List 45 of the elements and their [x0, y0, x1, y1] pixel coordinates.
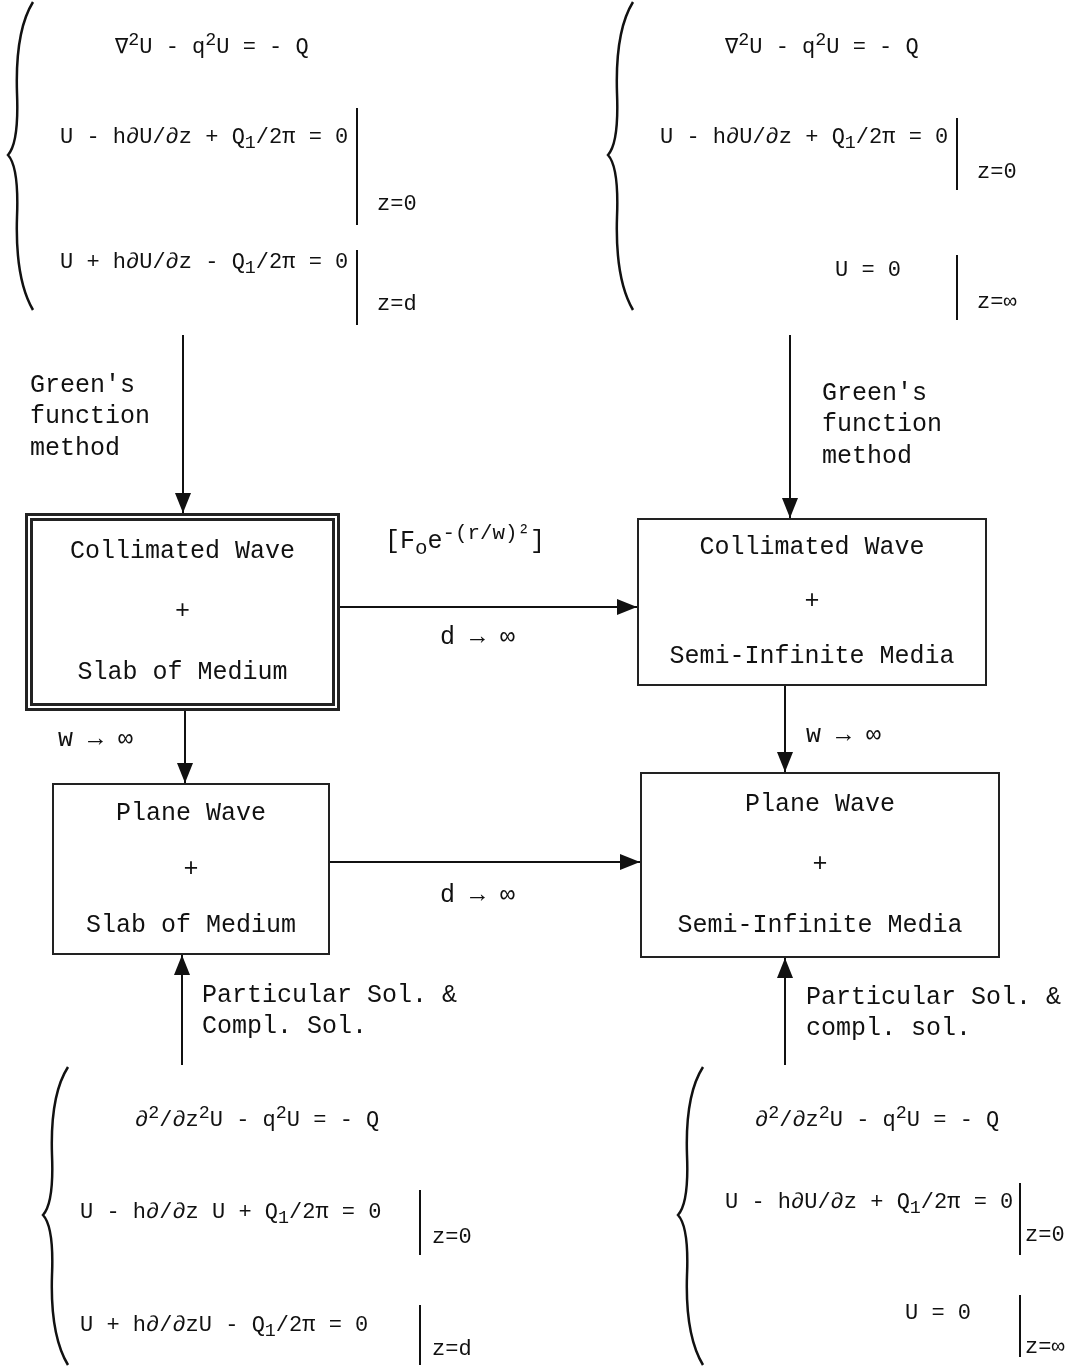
- equation: ∂$^{2}$/∂z$^{2}$U - q$^{2}$U = - Q: [755, 1103, 1000, 1134]
- box-text: +: [812, 850, 828, 880]
- process-box: [640, 772, 1000, 958]
- arrow: [175, 334, 191, 514]
- boundary-condition: z=0: [377, 192, 417, 217]
- boundary-condition: z=d: [377, 292, 417, 317]
- box-text: Plane Wave: [745, 789, 895, 819]
- arrow: [177, 710, 193, 784]
- box-text: Slab of Medium: [77, 658, 288, 688]
- box-text: Collimated Wave: [69, 536, 295, 566]
- process-box: [637, 518, 987, 686]
- equation: ∂$^{2}$/∂z$^{2}$U - q$^{2}$U = - Q: [135, 1103, 380, 1134]
- process-box: [25, 513, 340, 711]
- box-text: Collimated Wave: [699, 532, 925, 562]
- arrow: [782, 334, 798, 519]
- arrow: [339, 599, 638, 615]
- boundary-condition: z=∞: [1025, 1335, 1065, 1360]
- boundary-condition: z=0: [1025, 1223, 1065, 1248]
- box-text: +: [175, 597, 190, 627]
- arrow: [777, 685, 793, 773]
- box-text: Plane Wave: [116, 798, 266, 828]
- arrow: [174, 954, 190, 1066]
- equation: U + h∂U/∂z - Q$_{1}$/2π = 0: [60, 250, 349, 280]
- arrow: [329, 854, 641, 870]
- equation: U - h∂U/∂z + Q$_{1}$/2π = 0: [660, 125, 949, 155]
- box-text: Semi-Infinite Media: [669, 642, 955, 672]
- equation: U - h∂U/∂z + Q$_{1}$/2π = 0: [725, 1190, 1014, 1220]
- equation: ∇$^{2}$U - q$^{2}$U = - Q: [115, 30, 309, 61]
- equation: U = 0: [905, 1301, 971, 1326]
- beam-profile-label: [F$_{o}$e$^{-(r/w)²}$]: [385, 522, 546, 561]
- box-text: Semi-Infinite Media: [677, 911, 963, 941]
- box-text: +: [804, 587, 820, 617]
- box-text: Slab of Medium: [85, 910, 296, 940]
- arrow: [777, 957, 793, 1066]
- box-text: +: [183, 854, 199, 884]
- equation: U = 0: [835, 258, 901, 283]
- equation: U - h∂/∂z U + Q$_{1}$/2π = 0: [80, 1200, 382, 1230]
- boundary-condition: z=∞: [977, 290, 1017, 315]
- equation: ∇$^{2}$U - q$^{2}$U = - Q: [725, 30, 919, 61]
- process-box: [52, 783, 330, 955]
- boundary-condition: z=0: [432, 1225, 472, 1250]
- boundary-condition: z=0: [977, 160, 1017, 185]
- equation: U + h∂/∂zU - Q$_{1}$/2π = 0: [80, 1313, 369, 1343]
- equation: U - h∂U/∂z + Q$_{1}$/2π = 0: [60, 125, 349, 155]
- boundary-condition: z=d: [432, 1337, 472, 1362]
